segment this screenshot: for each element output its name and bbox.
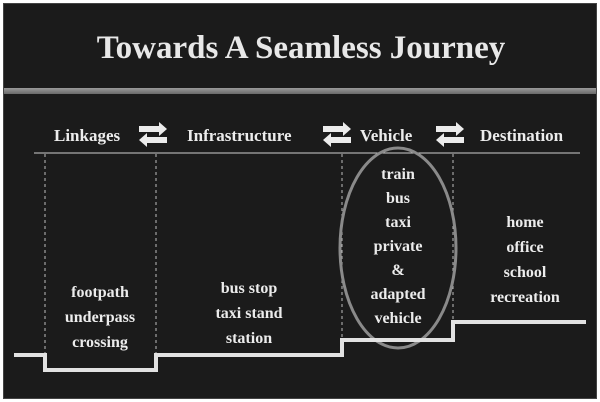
linkages-item: underpass bbox=[64, 309, 136, 326]
exchange-arrow-icon-2 bbox=[323, 122, 351, 147]
slide: Towards A Seamless Journey Linkages Infr… bbox=[3, 3, 597, 399]
vehicle-item: bus bbox=[385, 190, 411, 207]
destination-item: office bbox=[506, 239, 544, 256]
vehicle-list: train bus taxi private & adapted vehicle bbox=[348, 163, 448, 331]
infrastructure-item: station bbox=[225, 330, 273, 347]
exchange-arrow-icon-1 bbox=[139, 122, 167, 147]
linkages-item: footpath bbox=[71, 284, 129, 301]
linkages-list: footpath underpass crossing bbox=[44, 280, 156, 355]
destination-item: recreation bbox=[490, 289, 560, 306]
journey-step-line bbox=[14, 320, 586, 372]
stage-destination: Destination bbox=[480, 126, 564, 145]
vehicle-item: vehicle bbox=[374, 310, 422, 327]
exchange-arrow-icon-3 bbox=[436, 122, 464, 147]
vehicle-highlight-ellipse bbox=[338, 146, 458, 350]
vehicle-item: train bbox=[381, 166, 415, 183]
diagram-graphics bbox=[14, 122, 586, 372]
vehicle-item: private bbox=[373, 238, 423, 255]
stage-linkages: Linkages bbox=[54, 126, 121, 145]
stage-infrastructure: Infrastructure bbox=[187, 126, 292, 145]
vehicle-item: taxi bbox=[385, 214, 411, 231]
destination-item: home bbox=[506, 214, 544, 231]
title-divider bbox=[4, 88, 596, 94]
infrastructure-list: bus stop taxi stand station bbox=[194, 276, 304, 351]
destination-list: home office school recreation bbox=[470, 210, 580, 310]
destination-item: school bbox=[503, 264, 547, 281]
infrastructure-item: taxi stand bbox=[215, 305, 283, 322]
infrastructure-item: bus stop bbox=[220, 280, 278, 297]
slide-title: Towards A Seamless Journey bbox=[96, 30, 506, 66]
stage-vehicle: Vehicle bbox=[360, 126, 413, 145]
vehicle-item: & bbox=[391, 262, 405, 279]
vehicle-item: adapted bbox=[370, 286, 426, 303]
linkages-item: crossing bbox=[72, 334, 128, 351]
